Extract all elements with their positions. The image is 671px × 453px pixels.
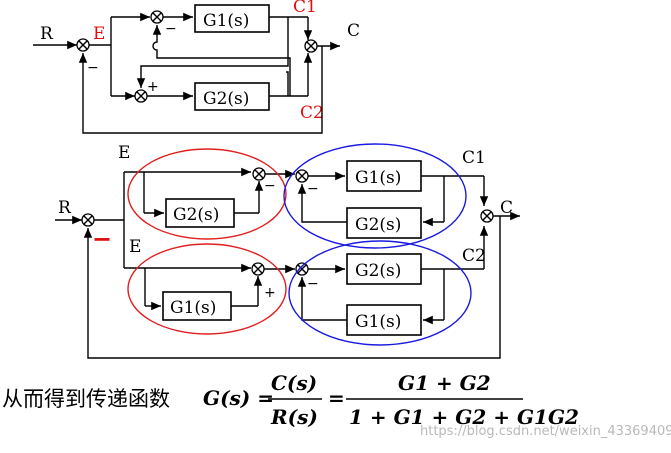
bottom-g2-inner-upper: [165, 198, 235, 228]
top-main-minus: −: [87, 60, 99, 76]
bottom-lower-inner-plus: +: [264, 285, 276, 301]
bottom-lower-red-ellipse: [127, 243, 287, 335]
top-g2-label: G2(s): [203, 89, 249, 109]
top-c1-label: C1: [293, 0, 317, 17]
bottom-upper-loop-minus: −: [307, 181, 319, 197]
bottom-g1-forward-upper-label: G1(s): [355, 168, 401, 188]
bottom-red-minus: −: [92, 225, 112, 253]
formula-mid-numerator: C(s): [271, 371, 317, 395]
bottom-g2-forward-lower-label: G2(s): [355, 261, 401, 281]
bottom-upper-red-ellipse: [127, 148, 287, 240]
bottom-g1-inner-lower-label: G1(s): [170, 298, 216, 318]
top-input-label: R: [40, 24, 54, 44]
top-diagram: R E C − − G1(s) C1 + G2(s) C2: [33, 0, 360, 134]
formula-equals: =: [328, 386, 345, 410]
bottom-c1-label: C1: [462, 148, 486, 168]
top-lower-plus: +: [147, 79, 159, 95]
formula-rhs-denominator: 1 + G1 + G2 + G1G2: [349, 405, 579, 429]
bottom-c2-label: C2: [462, 246, 486, 266]
bottom-e-lower: E: [129, 237, 141, 257]
watermark: https://blog.csdn.net/weixin_43369409: [420, 424, 671, 439]
formula-mid-denominator: R(s): [270, 405, 318, 429]
top-error-label: E: [93, 24, 105, 44]
bottom-e-upper: E: [118, 143, 130, 163]
top-g1-label: G1(s): [203, 11, 249, 31]
bottom-lower-loop-minus: −: [307, 276, 319, 292]
transfer-function-formula: G(s) = C(s) R(s) = G1 + G2 1 + G1 + G2 +…: [203, 371, 579, 429]
bottom-g1-feedback-lower-label: G1(s): [355, 312, 401, 332]
top-upper-minus: −: [165, 21, 177, 37]
bottom-upper-inner-minus: −: [264, 178, 276, 194]
bottom-upper-blue-ellipse: [283, 143, 467, 249]
bottom-g1-forward-upper: [346, 160, 422, 192]
top-g1-block: [194, 4, 270, 33]
formula-prefix-text: 从而得到传递函数: [2, 387, 170, 411]
bottom-g2-feedback-upper: [346, 207, 422, 239]
bottom-diagram: R C E E − G2(s) − − G1(s) G2(s): [55, 143, 520, 359]
bottom-g2-inner-upper-label: G2(s): [173, 205, 219, 225]
bottom-input-label: R: [58, 198, 72, 218]
top-output-label: C: [347, 21, 360, 41]
bottom-output-label: C: [500, 198, 513, 218]
bottom-lower-blue-ellipse: [288, 240, 472, 346]
bottom-g1-feedback-lower: [346, 304, 422, 336]
top-c2-label: C2: [300, 103, 324, 123]
formula-lhs: G(s) =: [203, 386, 274, 410]
bottom-g2-feedback-upper-label: G2(s): [355, 215, 401, 235]
formula-rhs-numerator: G1 + G2: [398, 371, 491, 395]
